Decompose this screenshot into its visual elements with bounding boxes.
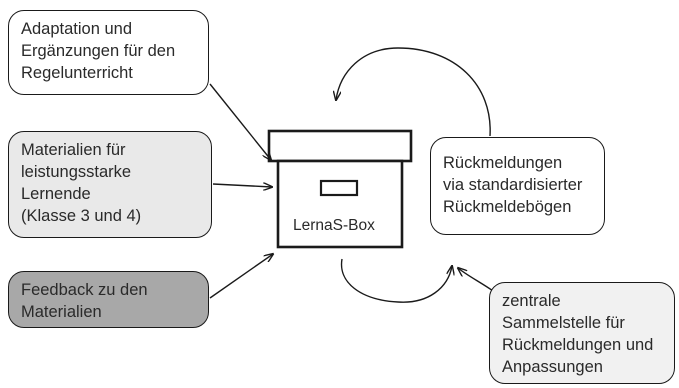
node-feedback-line: Materialien — [21, 303, 102, 321]
node-materialien: Materialien für leistungsstarke Lernende… — [8, 131, 212, 238]
box-body — [276, 159, 404, 249]
lernas-box-label: LernaS-Box — [293, 217, 375, 234]
node-feedback-line: Feedback zu den — [21, 281, 148, 299]
node-materialien-line: leistungsstarke — [21, 163, 132, 181]
node-adaptation-line: Adaptation und — [21, 20, 133, 38]
node-rueckmeldungen: Rückmeldungen via standardisierter Rückm… — [430, 137, 605, 235]
node-sammelstelle-line: Sammelstelle für — [502, 314, 625, 332]
node-materialien-line: Lernende — [21, 185, 91, 203]
node-adaptation-line: Regelunterricht — [21, 64, 133, 82]
node-rueckmeldungen-line: via standardisierter — [443, 176, 583, 194]
arrow-box-to-sammelstelle — [340, 258, 452, 303]
arrow-adaptation-to-box — [209, 83, 271, 160]
arrow-rueckmeldungen-to-box — [336, 47, 491, 137]
node-sammelstelle-line: Anpassungen — [502, 358, 603, 376]
node-materialien-line: Materialien für — [21, 141, 126, 159]
arrow-feedback-to-box — [209, 254, 273, 299]
node-adaptation: Adaptation und Ergänzungen für den Regel… — [8, 10, 209, 95]
node-adaptation-line: Ergänzungen für den — [21, 42, 176, 60]
node-sammelstelle-line: zentrale — [502, 292, 561, 310]
node-sammelstelle: zentrale Sammelstelle für Rückmeldungen … — [489, 282, 675, 384]
node-rueckmeldungen-line: Rückmeldungen — [443, 154, 563, 172]
lernas-box-graphic — [267, 129, 413, 249]
node-materialien-line: (Klasse 3 und 4) — [21, 207, 142, 225]
node-rueckmeldungen-line: Rückmeldebögen — [443, 198, 572, 216]
arrow-materialien-to-box — [212, 184, 272, 187]
box-lid — [267, 129, 413, 163]
node-sammelstelle-line: Rückmeldungen und — [502, 336, 654, 354]
node-feedback: Feedback zu den Materialien — [8, 271, 209, 328]
box-handle — [319, 179, 359, 197]
